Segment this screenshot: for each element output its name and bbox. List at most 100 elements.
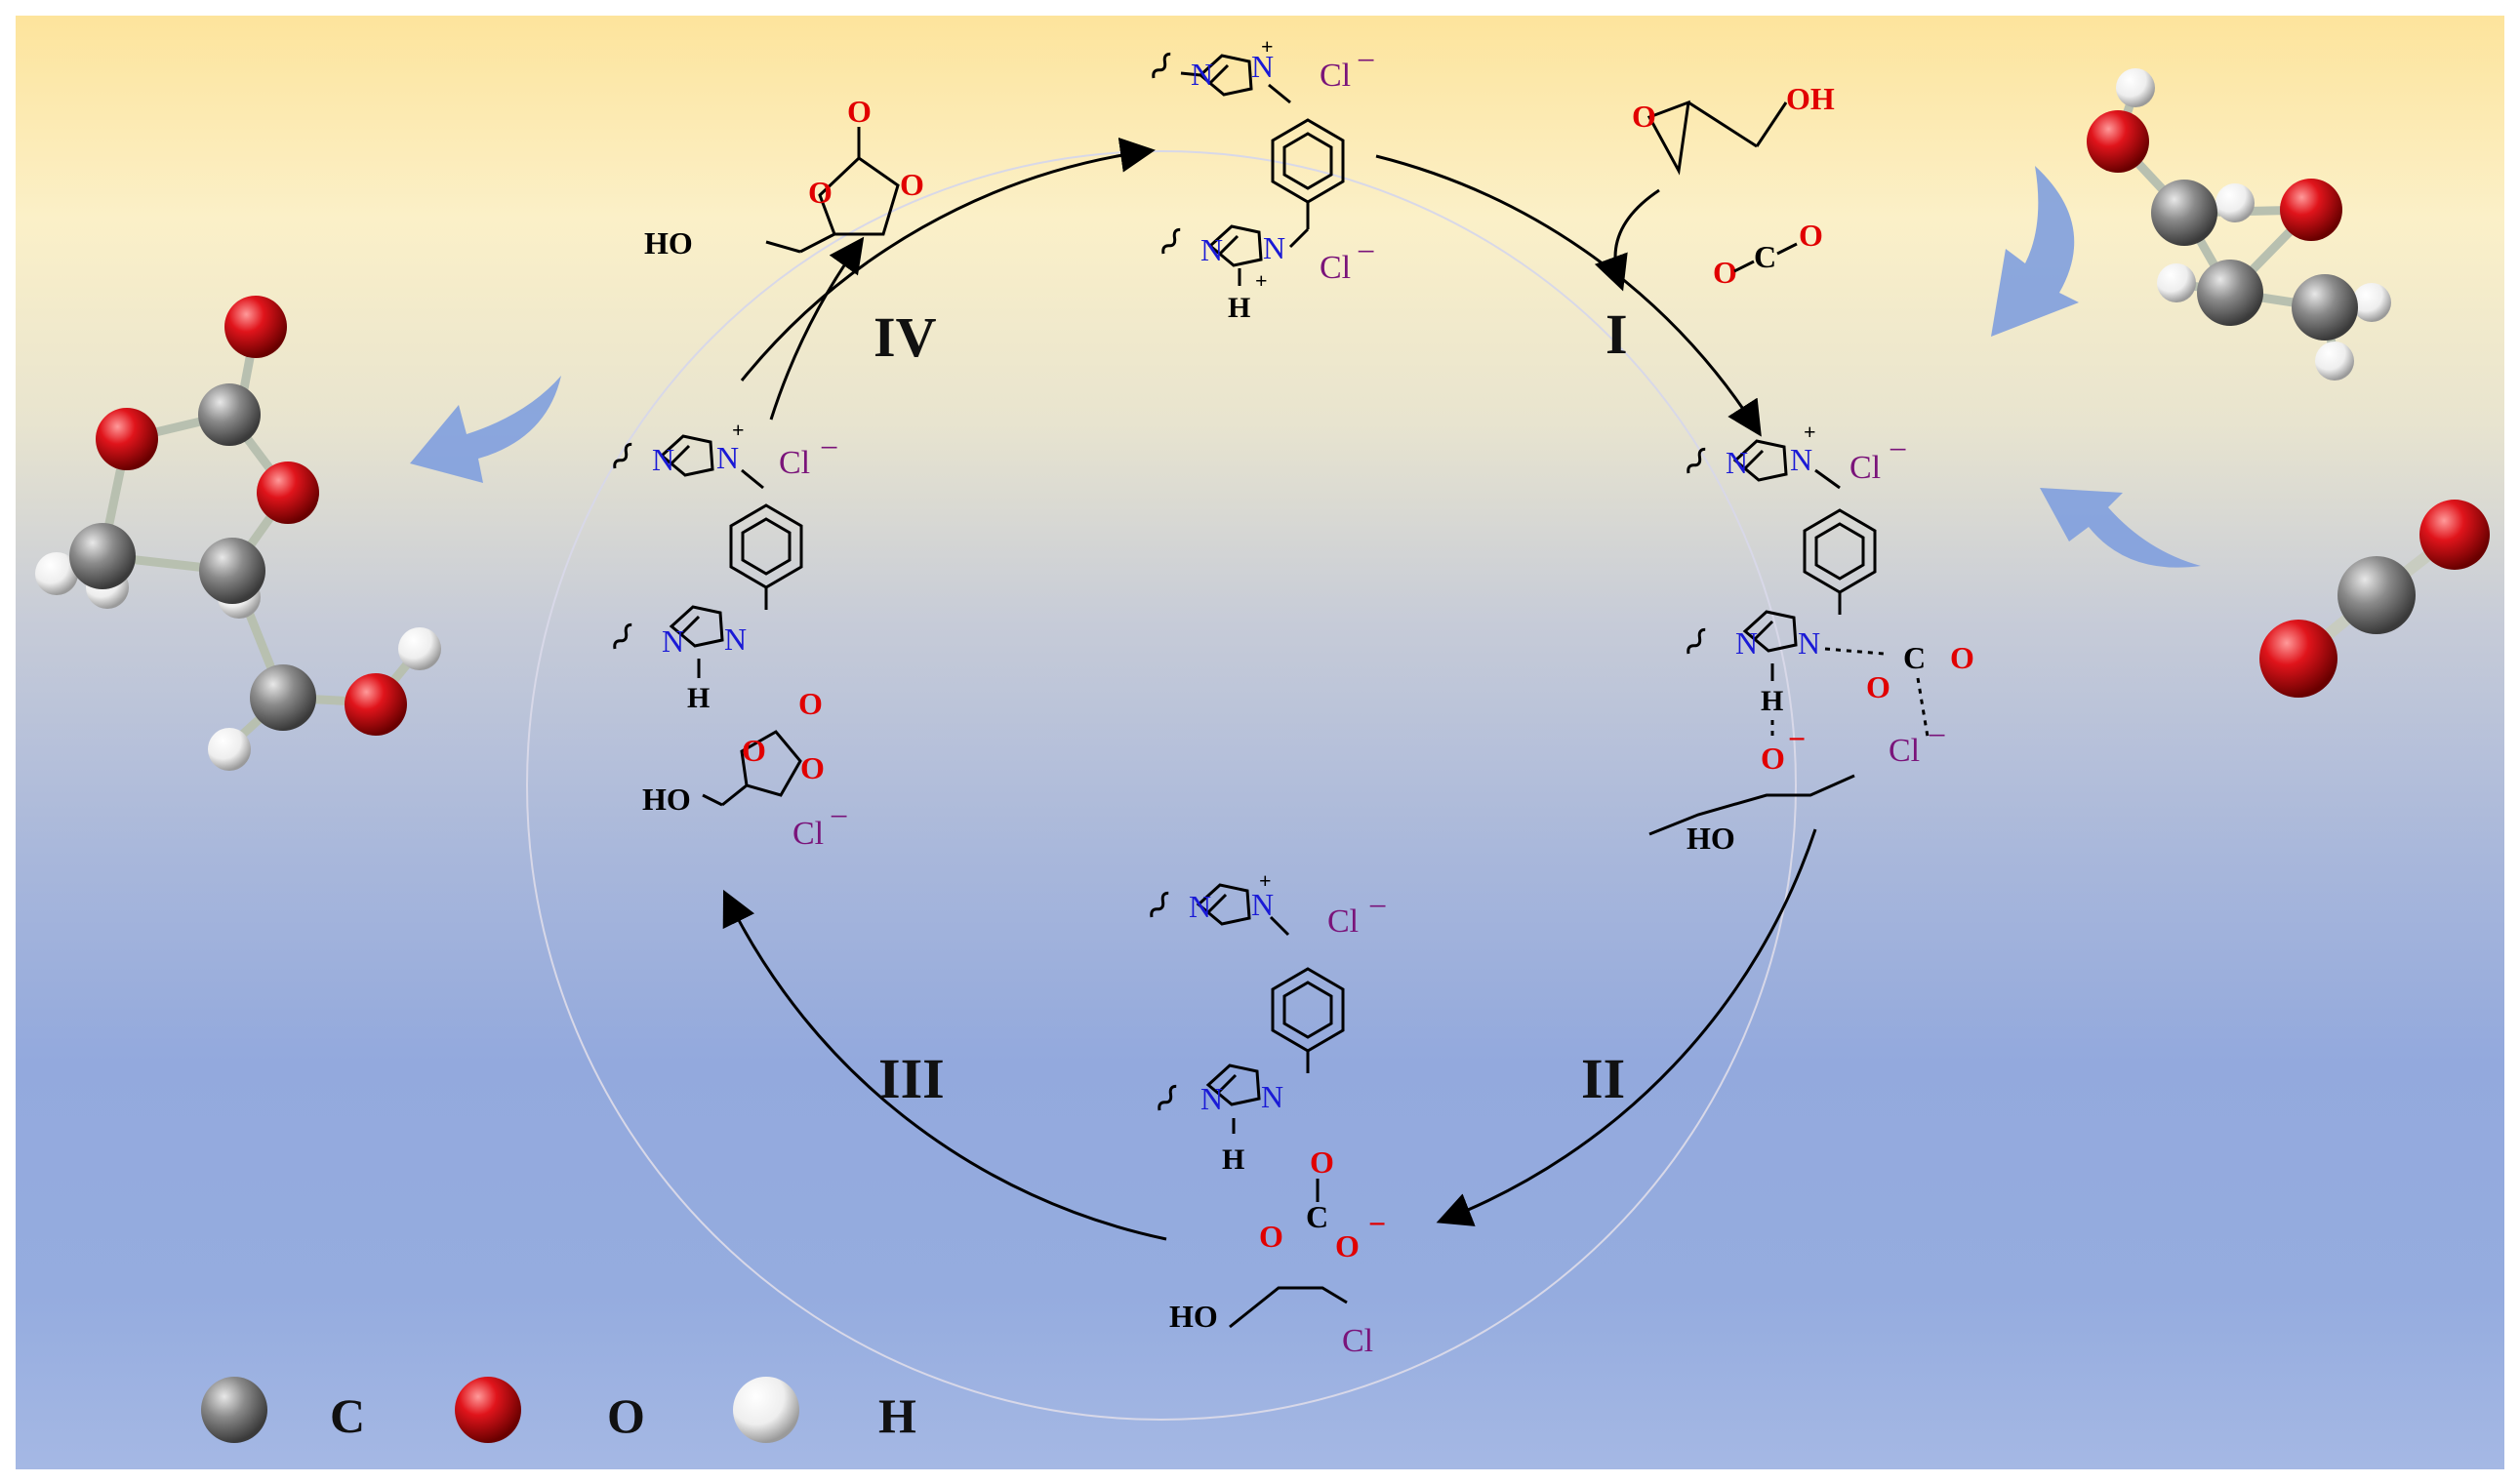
co2-reactant: O C O bbox=[1713, 218, 1823, 290]
atom-O: O bbox=[900, 167, 924, 202]
atom-H: H bbox=[1228, 292, 1250, 324]
hydrogen-sphere bbox=[35, 552, 78, 595]
chloride: Cl bbox=[1889, 733, 1920, 769]
carbon-sphere bbox=[2292, 274, 2358, 341]
atom-O: O bbox=[1713, 255, 1737, 290]
atom-O: O bbox=[1866, 669, 1890, 704]
hydrogen-sphere bbox=[398, 627, 441, 670]
oxygen-sphere bbox=[2259, 620, 2337, 698]
charge-minus: − bbox=[1368, 1206, 1386, 1241]
charge-minus: − bbox=[1357, 234, 1375, 270]
chloride: Cl bbox=[1849, 450, 1881, 486]
atom-N-plus: N bbox=[1798, 625, 1820, 661]
alkoxide-O: O bbox=[1761, 741, 1785, 776]
chloride: Cl bbox=[793, 816, 824, 852]
atom-O: O bbox=[808, 175, 833, 210]
arc-arrow-I bbox=[1375, 154, 1762, 437]
atom-N: N bbox=[1200, 232, 1223, 267]
atom-O: O bbox=[1310, 1144, 1334, 1180]
glycidol-3d-model bbox=[2087, 68, 2391, 381]
oxygen-sphere bbox=[224, 296, 287, 358]
oxygen-sphere bbox=[257, 461, 319, 524]
hydroxyl-group: OH bbox=[1786, 81, 1835, 116]
atom-N-plus: N bbox=[1263, 230, 1285, 265]
step-label-I: I bbox=[1605, 302, 1628, 366]
carbon-sphere bbox=[69, 523, 136, 589]
atom-C: C bbox=[1754, 239, 1776, 274]
atom-H: H bbox=[1761, 685, 1783, 717]
charge-minus: − bbox=[1928, 718, 1946, 754]
atom-O: O bbox=[1259, 1219, 1283, 1254]
atom-N: N bbox=[1735, 625, 1758, 661]
atom-N-plus: N bbox=[1261, 1079, 1283, 1114]
atom-O: O bbox=[1335, 1228, 1360, 1263]
atom-C: C bbox=[1306, 1199, 1328, 1234]
carbon-sphere bbox=[250, 664, 316, 731]
step-label-II: II bbox=[1581, 1047, 1625, 1110]
carbon-sphere bbox=[2197, 260, 2263, 326]
atom-O: O bbox=[1632, 99, 1656, 134]
charge-plus: + bbox=[1255, 268, 1268, 293]
chloride: Cl bbox=[779, 445, 810, 481]
oxygen-sphere bbox=[2087, 110, 2149, 173]
hydrogen-sphere bbox=[208, 728, 251, 771]
hydrogen-sphere bbox=[2215, 183, 2255, 222]
arc-arrow-III bbox=[722, 889, 1167, 1241]
charge-minus: − bbox=[820, 430, 838, 466]
glycidol-reactant: O OH bbox=[1632, 81, 1835, 176]
atom-O: O bbox=[1799, 218, 1823, 253]
catalyst-top: N N + Cl − N N + H Cl − bbox=[1150, 34, 1375, 324]
oxygen-sphere bbox=[345, 673, 407, 736]
carbon-sphere bbox=[2337, 556, 2416, 634]
oxygen-sphere bbox=[2419, 500, 2490, 570]
atom-N-plus: N bbox=[1790, 442, 1812, 477]
charge-plus: + bbox=[1804, 420, 1816, 444]
arc-arrow-II bbox=[1436, 828, 1817, 1226]
charge-minus: − bbox=[1889, 432, 1907, 468]
intermediate-bottom: N N + Cl − N N H O C O O − HO Cl bbox=[1148, 868, 1387, 1359]
blue-arrow-co2 bbox=[2040, 488, 2201, 568]
atom-N: N bbox=[652, 442, 674, 477]
hydroxyl-label: HO bbox=[1169, 1299, 1218, 1334]
carbonate-3d-model bbox=[35, 296, 441, 771]
atom-O: O bbox=[800, 750, 825, 785]
atom-O: O bbox=[1950, 640, 1974, 675]
step-label-IV: IV bbox=[874, 305, 937, 369]
atom-N: N bbox=[1726, 445, 1748, 480]
carbon-sphere bbox=[2151, 180, 2217, 246]
atom-N-plus: N bbox=[1251, 49, 1274, 84]
atom-C: C bbox=[1903, 640, 1926, 675]
atom-N: N bbox=[1191, 57, 1213, 92]
charge-minus: − bbox=[1788, 721, 1806, 756]
hydrogen-sphere bbox=[2116, 68, 2155, 107]
legend-oxygen-label: O bbox=[607, 1388, 645, 1443]
carbon-sphere bbox=[199, 538, 265, 604]
charge-minus: − bbox=[830, 799, 848, 835]
atom-N-plus: N bbox=[1251, 887, 1274, 922]
oxygen-sphere bbox=[96, 408, 158, 470]
atom-N: N bbox=[1200, 1081, 1223, 1116]
hydrogen-sphere bbox=[2157, 263, 2196, 302]
oxygen-sphere bbox=[2280, 179, 2342, 241]
intermediate-left: N N + Cl − N N H O O O HO Cl − bbox=[611, 418, 848, 852]
legend-carbon-label: C bbox=[330, 1388, 365, 1443]
reactant-arrow bbox=[1594, 188, 1660, 292]
blue-arrow-product bbox=[410, 376, 561, 483]
atom-O: O bbox=[798, 686, 823, 721]
cycle-guide-circle bbox=[526, 150, 1797, 1421]
hydrogen-sphere bbox=[2315, 341, 2354, 381]
cyclic-carbonate-product: O O O HO bbox=[644, 94, 924, 261]
blue-arrow-glycidol bbox=[1991, 166, 2079, 337]
legend-hydrogen-sphere bbox=[733, 1377, 799, 1443]
chloride: Cl bbox=[1342, 1323, 1373, 1359]
step-label-III: III bbox=[878, 1047, 945, 1110]
intermediate-right: N N + Cl − N N H C O O O − Cl − HO bbox=[1648, 420, 1974, 856]
hydrogen-sphere bbox=[2352, 283, 2391, 322]
hydroxyl-label: HO bbox=[644, 225, 693, 261]
legend-carbon-sphere bbox=[201, 1377, 267, 1443]
charge-plus: + bbox=[1259, 868, 1272, 893]
atom-O: O bbox=[847, 94, 872, 129]
charge-minus: − bbox=[1357, 43, 1375, 79]
